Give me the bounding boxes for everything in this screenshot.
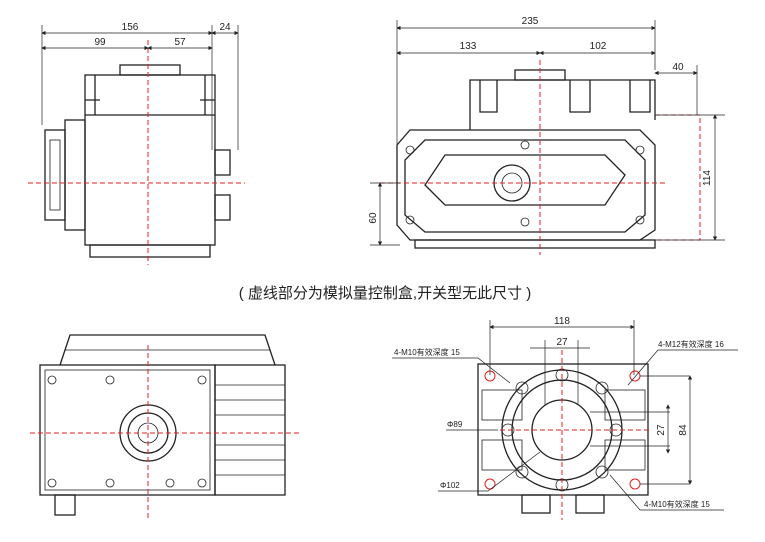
dim-60: 60	[368, 212, 379, 224]
note-m12: 4-M12有效深度 16	[658, 339, 724, 349]
dim-99: 99	[94, 37, 106, 48]
note-m10-top: 4-M10有效深度 15	[394, 347, 460, 357]
side-view: 156 24 99 57	[28, 22, 245, 265]
dim-118: 118	[554, 316, 570, 327]
front-view: 235 133 102 40 114 60	[368, 16, 725, 255]
caption-note: ( 虚线部分为模拟量控制盒,开关型无此尺寸 )	[239, 285, 532, 302]
dia-102-label: Φ102	[440, 481, 460, 490]
dim-133: 133	[460, 41, 477, 52]
dim-114: 114	[702, 170, 713, 186]
dim-84: 84	[678, 424, 689, 436]
dim-57: 57	[174, 37, 186, 48]
dim-102: 102	[590, 41, 607, 52]
dim-235: 235	[522, 16, 539, 27]
dim-156: 156	[122, 22, 139, 33]
dim-27-horizontal: 27	[556, 337, 568, 348]
dim-24: 24	[219, 22, 231, 33]
top-view	[30, 334, 300, 520]
note-m10-bottom: 4-M10有效深度 15	[644, 499, 710, 509]
bottom-view: 118 27 27 84 Φ89 Φ102 4-M10有效深度 15 4-M12…	[392, 316, 738, 520]
dim-40: 40	[672, 62, 684, 73]
dim-27-vertical: 27	[656, 424, 667, 436]
dia-89-label: Φ89	[447, 420, 463, 429]
